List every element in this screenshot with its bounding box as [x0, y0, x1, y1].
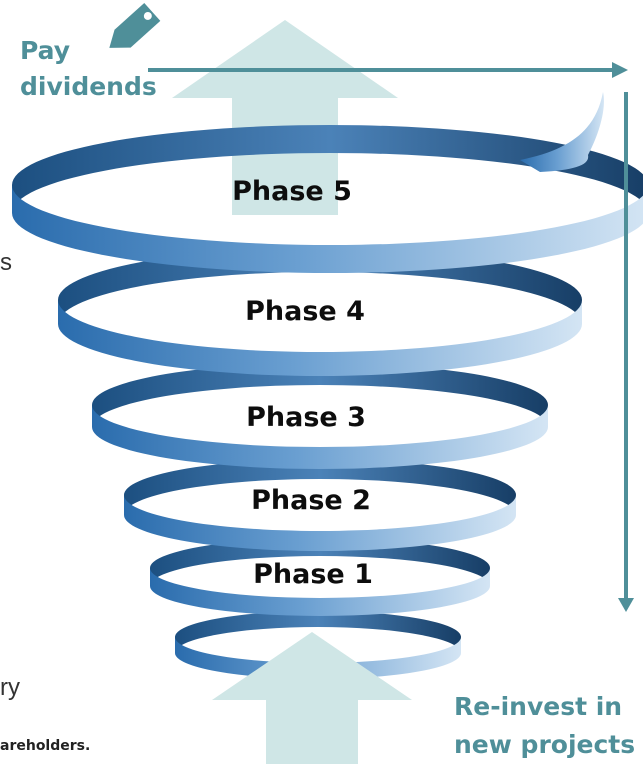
- phase-4-label: Phase 4: [245, 296, 365, 327]
- phase-2-label: Phase 2: [251, 485, 371, 516]
- reinvest-label-line1: Re-invest in: [454, 692, 622, 721]
- spiral-ring-front-5: [150, 568, 490, 616]
- pay-dividends-label-line1: Pay: [20, 36, 70, 65]
- spiral-ring-back-1: [12, 125, 643, 213]
- reinvest-arrow: [618, 92, 634, 612]
- spiral-ring-back-5: [150, 538, 490, 586]
- price-tag-icon: [109, 3, 161, 48]
- cut-off-footnote: areholders.: [0, 738, 90, 754]
- cut-off-text-ry: ry: [0, 674, 20, 701]
- phase-1-label: Phase 1: [253, 559, 373, 590]
- spiral-ring-back-4: [124, 459, 516, 515]
- phase-3-label: Phase 3: [246, 402, 366, 433]
- pay-dividends-label-line2: dividends: [20, 72, 157, 101]
- dividend-arrow: [148, 62, 628, 78]
- phase-5-label: Phase 5: [232, 176, 352, 207]
- cut-off-text-s: s: [0, 249, 12, 276]
- spiral-top-tail: [520, 92, 604, 172]
- spiral-ring-front-2: [58, 300, 582, 376]
- spiral-ring-front-6: [175, 637, 461, 679]
- spiral-ring-front-3: [92, 405, 548, 469]
- spiral-ring-back-3: [92, 363, 548, 427]
- spiral-ring-front-1: [12, 185, 643, 273]
- spiral-rings: [12, 125, 643, 679]
- bottom-up-arrow: [212, 632, 412, 764]
- spiral-ring-back-6: [175, 611, 461, 653]
- spiral-ring-front-4: [124, 495, 516, 551]
- reinvest-label-line2: new projects: [454, 730, 635, 759]
